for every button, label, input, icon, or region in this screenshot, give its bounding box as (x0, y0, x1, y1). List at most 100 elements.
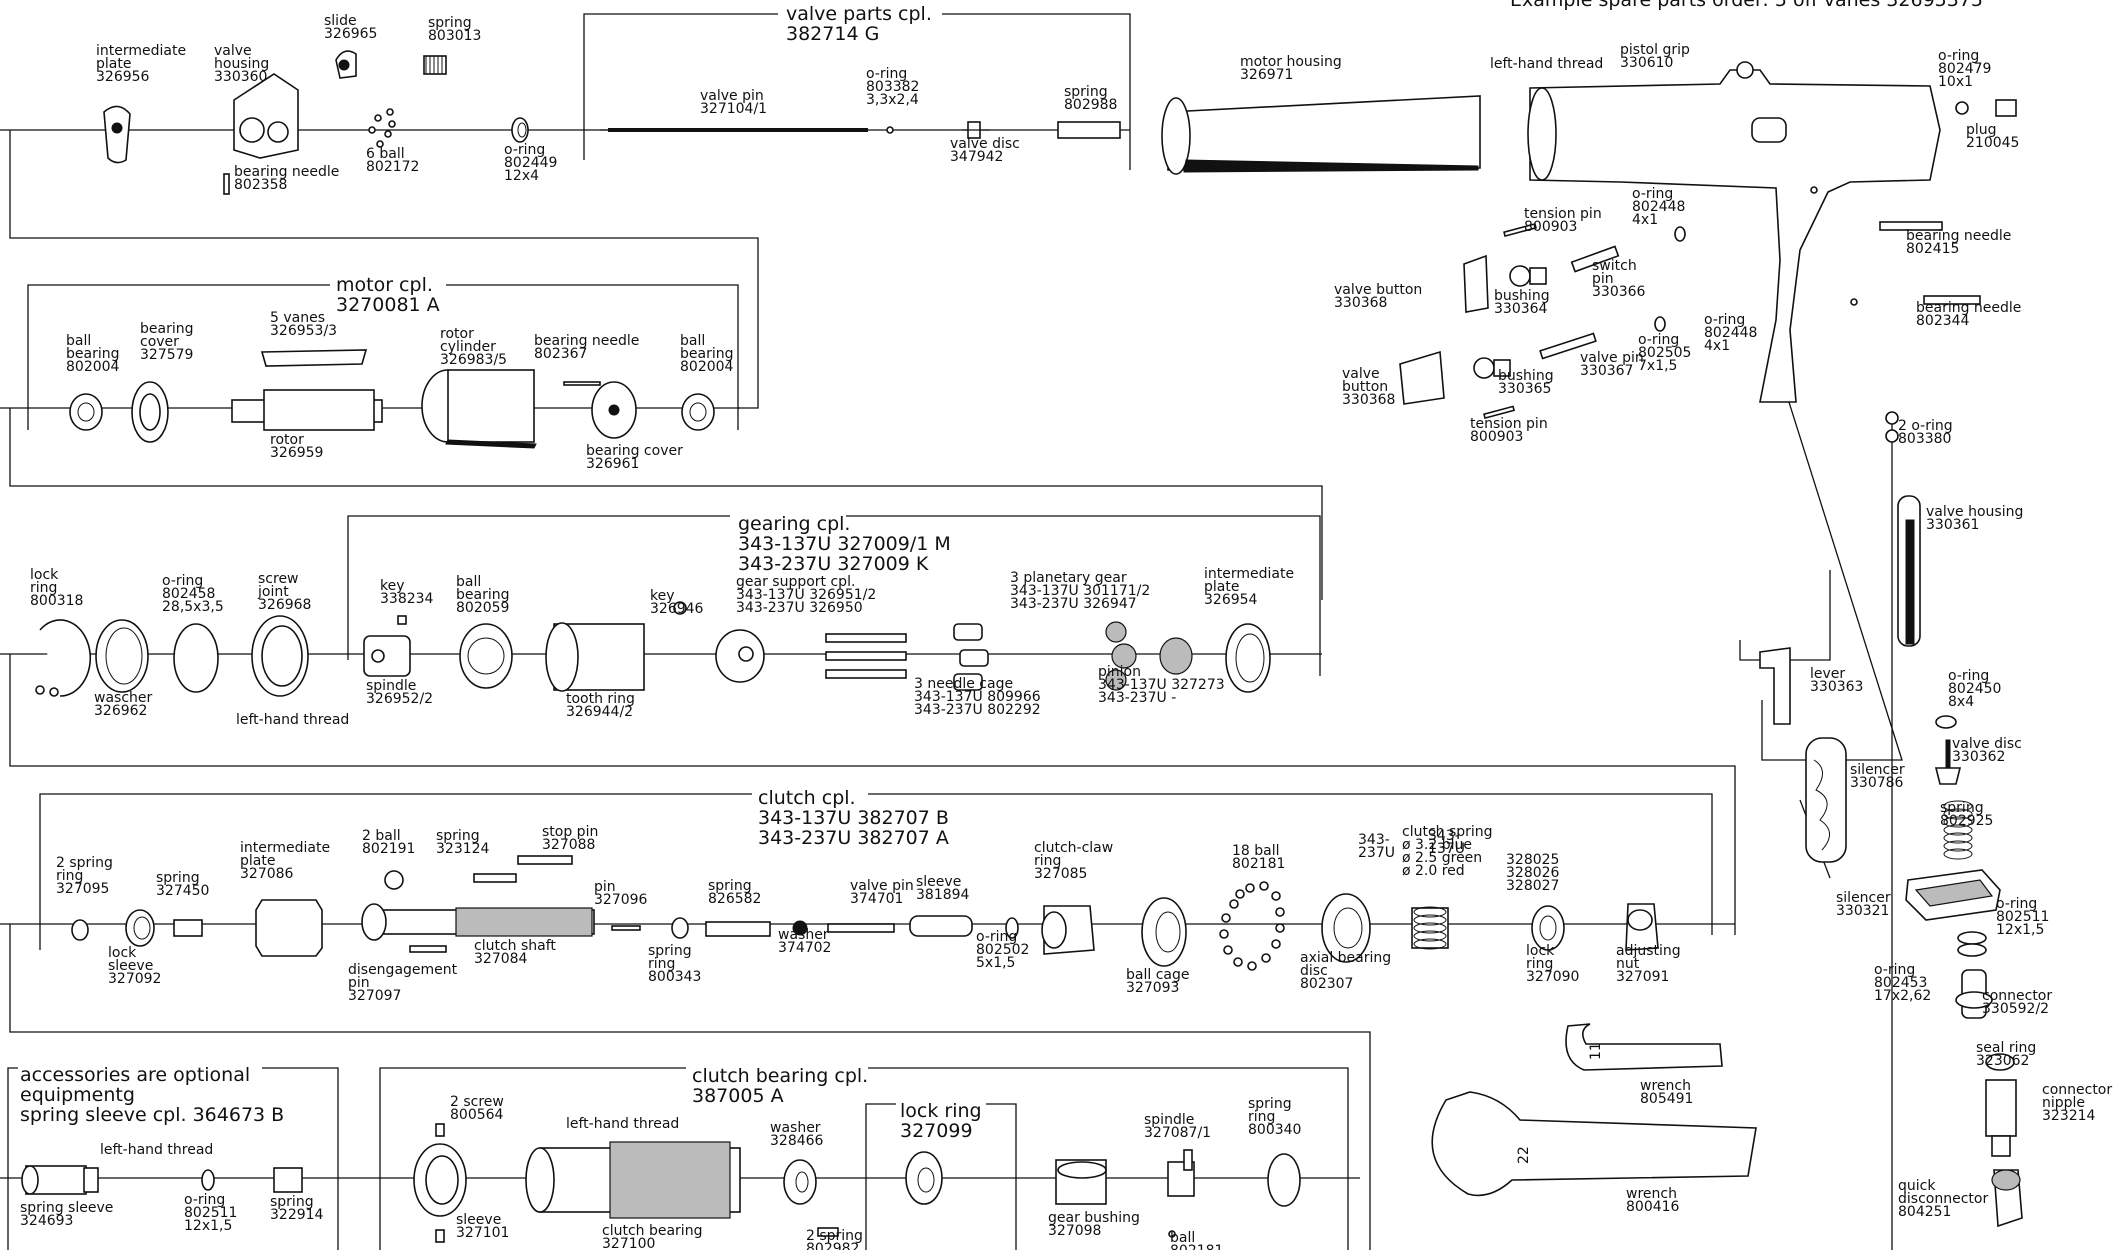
part-label-line: spring (270, 1194, 314, 1210)
part-label-line: ball (456, 574, 481, 590)
part-label-line: 326968 (258, 597, 311, 613)
part-label-line: tension pin (1470, 416, 1548, 432)
part-label-line: stop pin (542, 824, 598, 840)
part-label-line: 802004 (680, 359, 734, 375)
part-label-line: 137U (1428, 841, 1465, 857)
part-label-line: 343-137U 301171/2 (1010, 583, 1150, 599)
part-label-line: 326954 (1204, 592, 1258, 608)
part-label-line: 343- (1358, 832, 1390, 848)
part-label-line: 2 screw (450, 1094, 504, 1110)
part-label-line: spindle (1144, 1112, 1194, 1128)
part-label-line: 327088 (542, 837, 595, 853)
part-label-line: 330361 (1926, 517, 1979, 533)
part-label: 343-137U (1428, 828, 1465, 857)
part-label-line: 326971 (1240, 67, 1293, 83)
part-label-line: 802448 (1704, 325, 1757, 341)
part-label-line: lock (108, 945, 137, 961)
part-label-line: o-ring (1938, 48, 1979, 64)
part-label-line: disc (1300, 963, 1328, 979)
part-label-line: wrench (1626, 1186, 1677, 1202)
part-label-line: nut (1616, 956, 1640, 972)
part-label-line: 343-137U 809966 (914, 689, 1041, 705)
part-label-line: 327579 (140, 347, 193, 363)
part-label-line: lever (1810, 666, 1845, 682)
part-label-line: left-hand thread (100, 1142, 213, 1158)
part-label-line: 328026 (1506, 865, 1560, 881)
part-label-line: 800340 (1248, 1122, 1301, 1138)
part-label-line: valve (214, 43, 252, 59)
part-label-line: 802511 (184, 1205, 237, 1221)
accessories-line-2: equipmentg (20, 1084, 135, 1106)
part-label-line: 12x1,5 (1996, 922, 2044, 938)
part-label-line: 326953/3 (270, 323, 337, 339)
part-label-line: pin (594, 879, 616, 895)
part-label-line: 800903 (1524, 219, 1577, 235)
part-label-line: o-ring (866, 66, 907, 82)
part-label-line: intermediate (240, 840, 330, 856)
part-label-line: seal ring (1976, 1040, 2036, 1056)
part-label-line: bearing (66, 346, 119, 362)
part-label-line: spring (156, 870, 200, 886)
part-label-line: 2 spring (806, 1228, 863, 1244)
part-label-line: 381894 (916, 887, 970, 903)
part-label-line: pin (1592, 271, 1614, 287)
part-label-line: 326962 (94, 703, 147, 719)
part-label-line: pistol grip (1620, 42, 1690, 58)
part-label-line: ring (1034, 853, 1061, 869)
part-label-line: 3 needle cage (914, 676, 1013, 692)
part-label-line: washer (778, 927, 829, 943)
part-label-line: screw (258, 571, 299, 587)
part-label-line: 803013 (428, 28, 481, 44)
part-label-line: 330363 (1810, 679, 1863, 695)
part-label-line: 328027 (1506, 878, 1559, 894)
clutch-bearing-code: 387005 A (692, 1085, 784, 1107)
part-label-line: o-ring (504, 142, 545, 158)
part-label-line: spring (1064, 84, 1108, 100)
part-label-line: o-ring (976, 929, 1017, 945)
part-label-line: valve button (1334, 282, 1422, 298)
part-label-line: 326956 (96, 69, 150, 85)
part-label-line: 802415 (1906, 241, 1959, 257)
part-label-line: button (1342, 379, 1388, 395)
part-label-line: disengagement (348, 962, 458, 978)
part-label-line: intermediate (1204, 566, 1294, 582)
part-label-line: 802925 (1940, 813, 1993, 829)
part-label-line: 326946 (650, 601, 704, 617)
part-label-line: wascher (94, 690, 153, 706)
part-label-line: 327092 (108, 971, 161, 987)
part-label-line: 802511 (1996, 909, 2049, 925)
part-label-line: pin (348, 975, 370, 991)
part-label-line: 802307 (1300, 976, 1353, 992)
part-label-line: 326965 (324, 26, 377, 42)
part-label: left-hand thread (566, 1116, 679, 1132)
part-label-line: 802181 (1170, 1243, 1223, 1250)
part-label-line: 330362 (1952, 749, 2005, 765)
part-label-line: valve (1342, 366, 1380, 382)
part-label-line: clutch bearing (602, 1223, 702, 1239)
gearing-code-1: 343-137U 327009/1 M (738, 533, 951, 555)
part-label-line: valve pin (700, 88, 764, 104)
